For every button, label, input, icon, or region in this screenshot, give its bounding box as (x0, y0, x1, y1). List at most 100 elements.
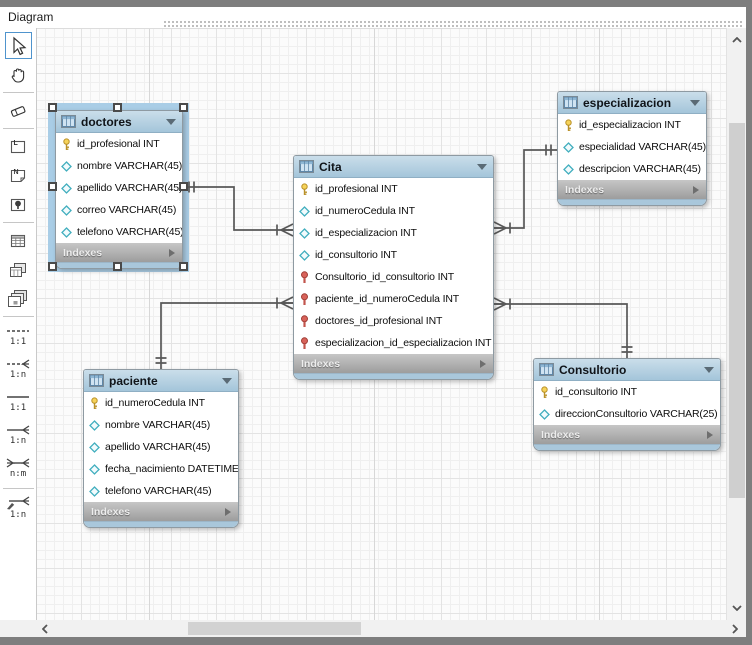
table-column[interactable]: especialidad VARCHAR(45) (558, 136, 706, 158)
table-icon (10, 234, 26, 247)
column-text: direccionConsultorio VARCHAR(25) (555, 408, 718, 420)
scroll-up-button[interactable] (729, 32, 745, 48)
table-column[interactable]: telefono VARCHAR(45) (56, 221, 182, 243)
note-icon (10, 169, 26, 182)
vertical-scrollbar[interactable] (726, 28, 746, 620)
toolbar-divider (2, 222, 34, 223)
selection-handle[interactable] (48, 103, 57, 112)
tab-diagram[interactable]: Diagram (8, 10, 54, 24)
table-header[interactable]: Cita (294, 156, 493, 178)
table-column[interactable]: direccionConsultorio VARCHAR(25) (534, 403, 720, 425)
table-title: Cita (319, 159, 342, 174)
tool-table[interactable] (5, 227, 32, 254)
table-column[interactable]: telefono VARCHAR(45) (84, 480, 238, 502)
entity-table-doctores[interactable]: doctores id_profesional INT nombre VARCH… (55, 110, 183, 269)
table-icon (539, 363, 554, 376)
indexes-label: Indexes (91, 505, 131, 518)
entity-table-consultorio[interactable]: Consultorio id_consultorio INT direccion… (533, 358, 721, 451)
column-text: nombre VARCHAR(45) (105, 419, 211, 431)
toolbar-divider (2, 128, 34, 129)
table-column[interactable]: id_numeroCedula INT (84, 392, 238, 414)
chevron-down-icon[interactable] (477, 163, 487, 170)
expand-arrow-icon (707, 430, 713, 439)
column-icon (89, 441, 102, 453)
tool-image[interactable] (5, 191, 32, 218)
tool-rel-1-n-identifying[interactable]: 1:n (5, 420, 32, 450)
entity-table-paciente[interactable]: paciente id_numeroCedula INT nombre VARC… (83, 369, 239, 528)
column-text: telefono VARCHAR(45) (77, 226, 182, 238)
selection-handle[interactable] (48, 262, 57, 271)
entity-table-especializacion[interactable]: especializacion id_especializacion INT e… (557, 91, 707, 206)
horizontal-scrollbar[interactable] (0, 620, 746, 637)
column-icon (299, 249, 312, 261)
tool-rel-1-1-identifying[interactable]: 1:1 (5, 387, 32, 417)
vertical-scrollbar-thumb[interactable] (729, 123, 745, 498)
chevron-down-icon[interactable] (166, 118, 176, 125)
chevron-down-icon[interactable] (222, 377, 232, 384)
chevron-right-icon (732, 623, 738, 634)
table-column[interactable]: correo VARCHAR(45) (56, 199, 182, 221)
tool-note[interactable]: N (5, 162, 32, 189)
indexes-section[interactable]: Indexes (558, 180, 706, 199)
tool-rel-1-1-non-identifying[interactable]: 1:1 (5, 321, 32, 351)
entity-table-cita[interactable]: Cita id_profesional INT id_numeroCedula … (293, 155, 494, 380)
relationship-1-n-dashed-icon (7, 358, 30, 369)
table-column[interactable]: id_consultorio INT (534, 381, 720, 403)
tool-select[interactable] (4, 32, 32, 59)
selection-handle[interactable] (179, 103, 188, 112)
scroll-left-button[interactable] (38, 622, 52, 635)
tool-view[interactable] (5, 256, 32, 283)
tool-routine-group[interactable] (5, 285, 32, 312)
table-column[interactable]: id_especializacion INT (558, 114, 706, 136)
table-column[interactable]: id_consultorio INT (294, 244, 493, 266)
table-header[interactable]: especializacion (558, 92, 706, 114)
chevron-down-icon[interactable] (690, 99, 700, 106)
foreign-key-icon (299, 314, 312, 328)
indexes-section[interactable]: Indexes (534, 425, 720, 444)
column-icon (89, 485, 102, 497)
indexes-section[interactable]: Indexes (56, 243, 182, 262)
selection-handle[interactable] (113, 103, 122, 112)
table-column[interactable]: id_profesional INT (294, 178, 493, 200)
horizontal-scrollbar-thumb[interactable] (188, 622, 361, 635)
toolbar-divider (2, 488, 34, 489)
table-title: doctores (81, 114, 132, 129)
table-header[interactable]: paciente (84, 370, 238, 392)
tool-layer[interactable]: L (5, 133, 32, 160)
selection-handle[interactable] (113, 262, 122, 271)
table-column[interactable]: nombre VARCHAR(45) (84, 414, 238, 436)
table-column[interactable]: paciente_id_numeroCedula INT (294, 288, 493, 310)
selection-handle[interactable] (48, 182, 57, 191)
table-column[interactable]: apellido VARCHAR(45) (84, 436, 238, 458)
tool-eraser[interactable] (5, 97, 32, 124)
relationship-1-1-dashed-icon (7, 329, 29, 332)
column-icon (299, 227, 312, 239)
relationship-1-n-icon (7, 424, 30, 435)
tool-rel-n-m[interactable]: n:m (5, 453, 32, 483)
indexes-section[interactable]: Indexes (294, 354, 493, 373)
selection-handle[interactable] (179, 182, 188, 191)
table-column[interactable]: especializacion_id_especializacion INT (294, 332, 493, 354)
scroll-right-button[interactable] (728, 622, 742, 635)
table-column[interactable]: doctores_id_profesional INT (294, 310, 493, 332)
indexes-section[interactable]: Indexes (84, 502, 238, 521)
table-header[interactable]: doctores (56, 111, 182, 133)
table-column[interactable]: nombre VARCHAR(45) (56, 155, 182, 177)
table-header[interactable]: Consultorio (534, 359, 720, 381)
table-column[interactable]: id_especializacion INT (294, 222, 493, 244)
column-text: apellido VARCHAR(45) (77, 182, 182, 194)
tool-rel-1-n-existing-columns[interactable]: 1:n (5, 493, 32, 523)
scroll-down-button[interactable] (729, 600, 745, 616)
table-column[interactable]: fecha_nacimiento DATETIME (84, 458, 238, 480)
tool-rel-1-n-non-identifying[interactable]: 1:n (5, 354, 32, 384)
table-column[interactable]: id_profesional INT (56, 133, 182, 155)
selection-handle[interactable] (179, 262, 188, 271)
table-column[interactable]: apellido VARCHAR(45) (56, 177, 182, 199)
chevron-down-icon[interactable] (704, 366, 714, 373)
table-column[interactable]: descripcion VARCHAR(45) (558, 158, 706, 180)
table-column[interactable]: Consultorio_id_consultorio INT (294, 266, 493, 288)
table-column[interactable]: id_numeroCedula INT (294, 200, 493, 222)
column-text: paciente_id_numeroCedula INT (315, 293, 460, 305)
tool-pan[interactable] (5, 61, 32, 88)
